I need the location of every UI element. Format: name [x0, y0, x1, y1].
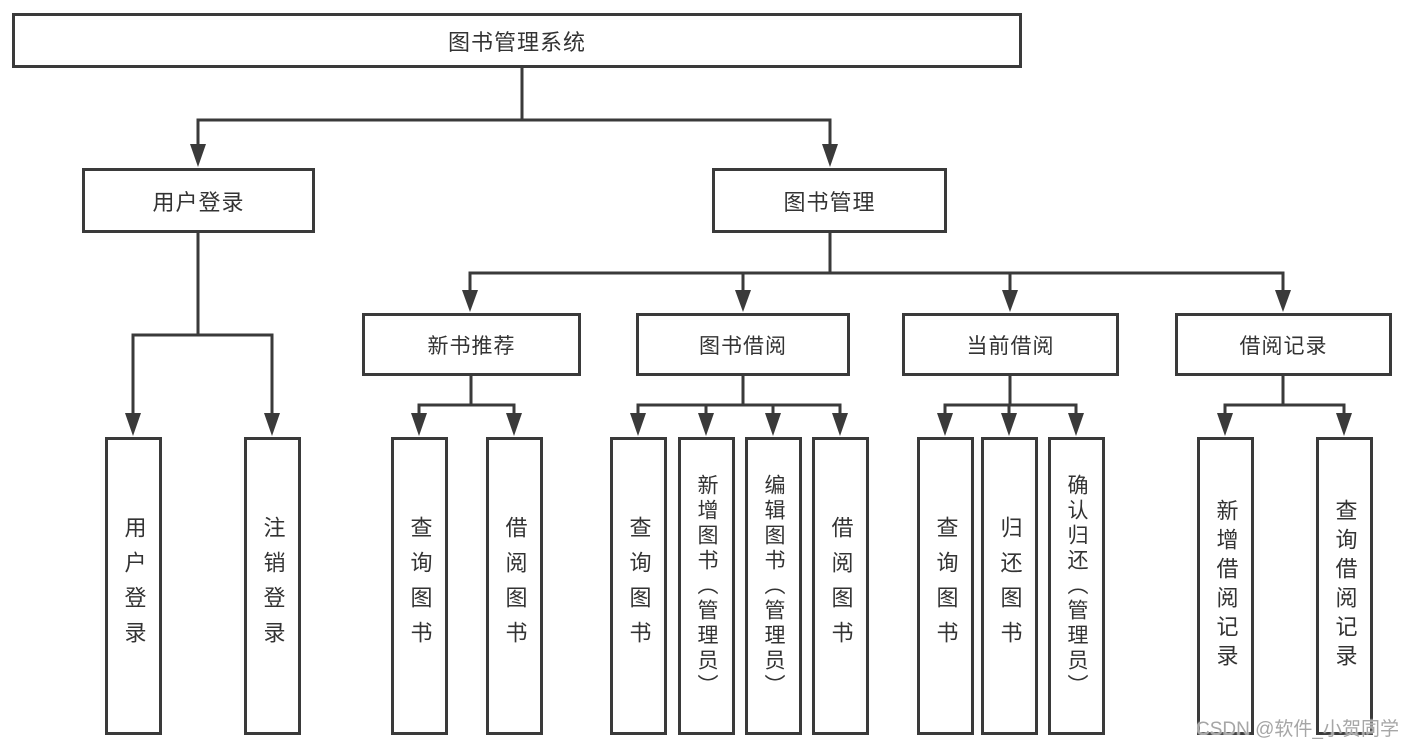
node-current-borrow: 当前借阅 — [902, 313, 1119, 376]
leaf-query-book-recommend: 查询图书 — [391, 437, 448, 735]
csdn-watermark: CSDN @软件_小贺同学 — [1196, 719, 1399, 740]
leaf-query-book-borrow: 查询图书 — [610, 437, 667, 735]
leaf-label: 查询图书 — [626, 516, 652, 656]
leaf-add-borrow-record: 新增借阅记录 — [1197, 437, 1254, 735]
leaf-label: 归还图书 — [997, 516, 1023, 656]
leaf-label: 查询图书 — [933, 516, 959, 656]
leaf-confirm-return-admin: 确认归还（管理员） — [1048, 437, 1105, 735]
leaf-label: 用户登录 — [121, 516, 147, 656]
leaf-borrow-book-recommend: 借阅图书 — [486, 437, 543, 735]
leaf-logout: 注销登录 — [244, 437, 301, 735]
node-user-login: 用户登录 — [82, 168, 315, 233]
leaf-label: 新增图书（管理员） — [695, 473, 718, 699]
node-book-management: 图书管理 — [712, 168, 947, 233]
leaf-add-book-admin: 新增图书（管理员） — [678, 437, 735, 735]
leaf-borrow-book: 借阅图书 — [812, 437, 869, 735]
leaf-label: 借阅图书 — [828, 516, 854, 656]
leaf-label: 编辑图书（管理员） — [762, 473, 785, 699]
leaf-query-book-current: 查询图书 — [917, 437, 974, 735]
node-new-book-recommend: 新书推荐 — [362, 313, 581, 376]
leaf-label: 新增借阅记录 — [1213, 499, 1239, 673]
node-borrow-records: 借阅记录 — [1175, 313, 1392, 376]
leaf-return-book: 归还图书 — [981, 437, 1038, 735]
node-book-borrow: 图书借阅 — [636, 313, 850, 376]
leaf-label: 确认归还（管理员） — [1065, 473, 1088, 699]
leaf-label: 借阅图书 — [502, 516, 528, 656]
leaf-label: 查询图书 — [407, 516, 433, 656]
node-root-system: 图书管理系统 — [12, 13, 1022, 68]
leaf-user-login: 用户登录 — [105, 437, 162, 735]
leaf-query-borrow-record: 查询借阅记录 — [1316, 437, 1373, 735]
leaf-label: 查询借阅记录 — [1332, 499, 1358, 673]
leaf-edit-book-admin: 编辑图书（管理员） — [745, 437, 802, 735]
leaf-label: 注销登录 — [260, 516, 286, 656]
